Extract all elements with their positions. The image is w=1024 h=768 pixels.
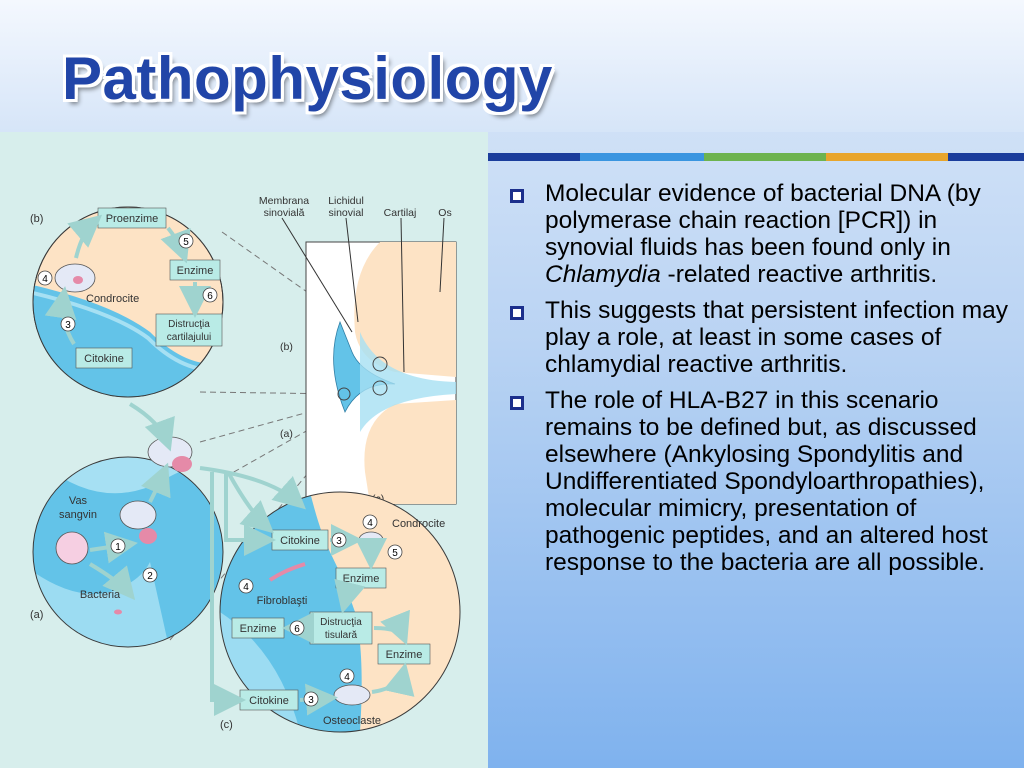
bullet-item-2: This suggests that persistent infection … bbox=[510, 297, 1010, 378]
bullet-1-text-after: -related reactive arthritis. bbox=[660, 261, 938, 288]
step-4-c-left: 4 bbox=[243, 582, 249, 593]
citokine-bottom-label: Citokine bbox=[249, 695, 289, 707]
panel-label-a: (a) bbox=[30, 609, 43, 621]
step-6-b: 6 bbox=[207, 291, 213, 302]
diagram-svg: Proenzime Enzime Distrucţia cartilajului… bbox=[30, 195, 461, 733]
step-3-c-top: 3 bbox=[336, 536, 342, 547]
bullet-1-italic: Chlamydia bbox=[545, 261, 661, 288]
circle-a-synovium-view: 1 2 Vas sangvin Bacteria (a) bbox=[30, 436, 224, 648]
slide-title: Pathophysiology bbox=[62, 45, 553, 112]
bullet-2-text: This suggests that persistent infection … bbox=[545, 297, 1008, 378]
step-2: 2 bbox=[147, 571, 153, 582]
membrana-line1: Membrana bbox=[259, 195, 309, 207]
connector-arrow bbox=[128, 402, 175, 452]
condrocite-label: Condrocite bbox=[86, 293, 139, 305]
fibroblasti-label: Fibroblaşti bbox=[257, 595, 308, 607]
vas-line2: sangvin bbox=[59, 509, 97, 521]
step-1: 1 bbox=[115, 542, 121, 553]
bullet-item-1: Molecular evidence of bacterial DNA (by … bbox=[510, 180, 1010, 288]
joint-cross-section: Membrana sinovială Lichidul sinovial Car… bbox=[259, 195, 457, 505]
accent-stripe-1 bbox=[488, 153, 580, 161]
square-bullet-icon bbox=[510, 306, 524, 320]
step-4-b: 4 bbox=[42, 274, 48, 285]
panel-label-c: (c) bbox=[220, 719, 233, 731]
step-5-c: 5 bbox=[392, 548, 398, 559]
enzime-top-label: Enzime bbox=[343, 573, 380, 585]
enzime-left-label: Enzime bbox=[240, 623, 277, 635]
pathway-arrows bbox=[199, 466, 306, 716]
square-bullet-icon bbox=[510, 189, 524, 203]
step-5-b: 5 bbox=[183, 237, 189, 248]
os-label: Os bbox=[438, 207, 451, 219]
bullet-3-text: The role of HLA-B27 in this scenario rem… bbox=[545, 387, 988, 576]
joint-label-a: (a) bbox=[280, 428, 293, 440]
distructia-cartilajului-line2: cartilajului bbox=[167, 332, 211, 343]
step-3-c-bottom: 3 bbox=[308, 695, 314, 706]
bullet-list: Molecular evidence of bacterial DNA (by … bbox=[510, 180, 1010, 585]
citokine-top-label: Citokine bbox=[280, 535, 320, 547]
pathophysiology-figure: Proenzime Enzime Distrucţia cartilajului… bbox=[0, 132, 488, 768]
distructia-tisulara-line1: Distrucţia bbox=[320, 617, 362, 628]
citokine-label: Citokine bbox=[84, 353, 124, 365]
bacteria-label: Bacteria bbox=[80, 589, 121, 601]
step-6-c: 6 bbox=[294, 624, 300, 635]
accent-stripe-4 bbox=[826, 153, 948, 161]
joint-label-b: (b) bbox=[280, 341, 293, 353]
osteoclaste-label: Osteoclaste bbox=[323, 715, 381, 727]
lichidul-line2: sinovial bbox=[328, 207, 363, 219]
accent-stripe-5 bbox=[948, 153, 1024, 161]
title-band bbox=[0, 0, 1024, 132]
enzime-right-label: Enzime bbox=[386, 649, 423, 661]
vas-line1: Vas bbox=[69, 495, 88, 507]
bullet-item-3: The role of HLA-B27 in this scenario rem… bbox=[510, 387, 1010, 576]
circle-c-bone-view: Condrocite Citokine Enzime Fibroblaşti E… bbox=[219, 491, 461, 733]
cartilaj-label: Cartilaj bbox=[384, 207, 417, 219]
step-4-c-top: 4 bbox=[367, 518, 373, 529]
proenzime-label: Proenzime bbox=[106, 213, 159, 225]
step-3-b: 3 bbox=[65, 320, 71, 331]
bullet-1-text: Molecular evidence of bacterial DNA (by … bbox=[545, 180, 981, 261]
panel-label-b: (b) bbox=[30, 213, 43, 225]
circle-b-chondrocyte-view: Proenzime Enzime Distrucţia cartilajului… bbox=[30, 206, 224, 398]
lichidul-line1: Lichidul bbox=[328, 195, 364, 207]
step-4-c-bottom: 4 bbox=[344, 672, 350, 683]
square-bullet-icon bbox=[510, 396, 524, 410]
distructia-tisulara-line2: tisulară bbox=[325, 630, 358, 641]
accent-stripe-2 bbox=[580, 153, 704, 161]
distructia-cartilajului-line1: Distrucţia bbox=[168, 319, 210, 330]
accent-stripe-3 bbox=[704, 153, 826, 161]
enzime-label: Enzime bbox=[177, 265, 214, 277]
condrocite-c-label: Condrocite bbox=[392, 518, 445, 530]
membrana-line2: sinovială bbox=[264, 207, 305, 219]
